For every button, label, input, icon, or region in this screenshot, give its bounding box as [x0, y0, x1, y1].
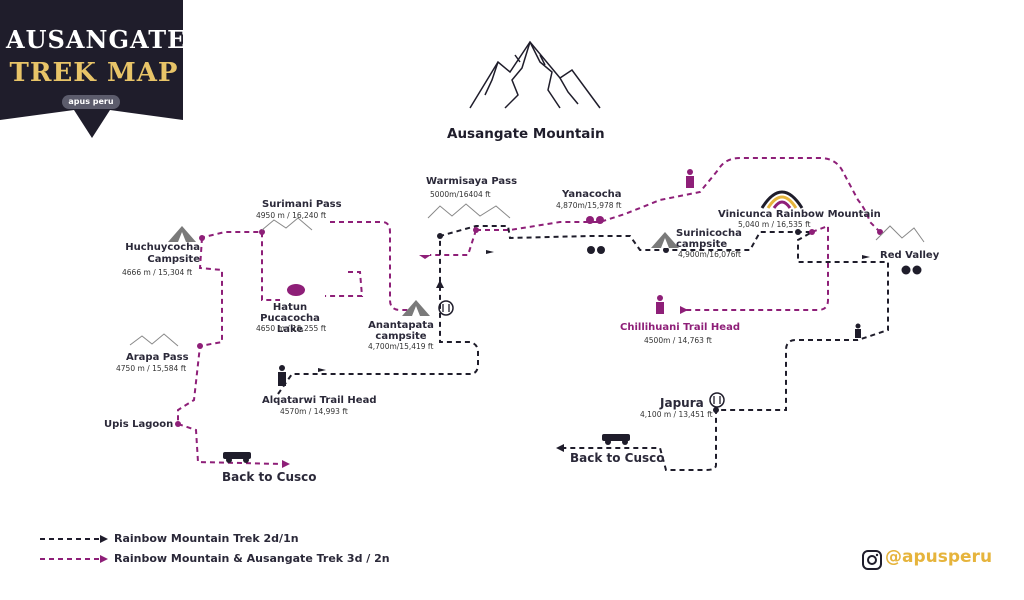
- warmisaya-alt: 5000m/16404 ft: [430, 190, 491, 199]
- waypoint-dots: [175, 227, 883, 427]
- binoculars-icon: [586, 216, 604, 224]
- instagram-icon: [862, 550, 882, 570]
- surinicocha-label: Surinicocha campsite: [676, 228, 742, 250]
- chillihuani-alt: 4500m / 14,763 ft: [644, 336, 712, 345]
- legend-lines: [40, 535, 108, 563]
- vinicunca-label: Vinicunca Rainbow Mountain: [718, 209, 881, 220]
- banner-title-line1: AUSANGATE: [6, 25, 187, 54]
- car-icon: [223, 452, 251, 463]
- arapa-alt: 4750 m / 15,584 ft: [116, 364, 187, 373]
- binoculars-icon: [587, 246, 605, 254]
- car-icon: [602, 434, 630, 445]
- purple-arrowheads: [282, 255, 688, 468]
- back-to-cusco-left: Back to Cusco: [222, 470, 317, 484]
- legend-navy-label: Rainbow Mountain Trek 2d/1n: [114, 532, 299, 545]
- mountain-title: Ausangate Mountain: [447, 126, 605, 142]
- binoculars-icon: [901, 265, 922, 275]
- surimani-label: Surimani Pass: [262, 199, 342, 210]
- route-navy: [277, 225, 889, 471]
- navy-arrowheads: [318, 250, 870, 452]
- hatun-alt: 4650 m / 15,255 ft: [256, 324, 327, 333]
- hiker-icon: [278, 365, 286, 386]
- hiker-icon: [855, 323, 861, 338]
- japura-alt: 4,100 m / 13,451 ft: [640, 410, 713, 419]
- hiker-icon: [656, 295, 664, 314]
- campsite-tent-icon: [651, 232, 679, 248]
- campsite-tent-icon: [402, 300, 430, 316]
- mountain-illustration: [469, 40, 601, 109]
- social-handle[interactable]: @apusperu: [885, 547, 993, 567]
- brand-logo: apus peru: [62, 95, 120, 109]
- route-purple: [177, 157, 881, 465]
- warmisaya-label: Warmisaya Pass: [426, 176, 518, 187]
- restaurant-icon: [709, 392, 725, 408]
- yanacocha-alt: 4,870m/15,978 ft: [556, 201, 622, 210]
- hiker-icon: [686, 169, 694, 188]
- chillihuani-label: Chillihuani Trail Head: [620, 322, 740, 333]
- title-banner: AUSANGATE TREK MAP apus peru: [0, 0, 187, 138]
- upis-label: Upis Lagoon: [104, 419, 174, 430]
- lake-icon: [287, 284, 305, 296]
- restaurant-icon: [438, 300, 454, 316]
- surinicocha-alt: 4,900m/16,076ft: [678, 250, 741, 259]
- back-to-cusco-right: Back to Cusco: [570, 451, 665, 465]
- huchuycocha-alt: 4666 m / 15,304 ft: [122, 268, 193, 277]
- anantapata-label: Anantapata campsite: [368, 320, 434, 342]
- rainbow-mountain-icon: [760, 190, 804, 209]
- hatun-label: Hatun Pucacocha Lake: [260, 302, 320, 335]
- anantapata-alt: 4,700m/15,419 ft: [368, 342, 434, 351]
- alqatarwi-alt: 4570m / 14,993 ft: [280, 407, 348, 416]
- red-valley-label: Red Valley: [880, 250, 940, 261]
- arapa-label: Arapa Pass: [126, 352, 189, 363]
- huchuycocha-label: Huchuycocha Campsite: [125, 242, 200, 265]
- japura-label: Japura: [660, 396, 704, 410]
- campsite-tent-icon: [168, 226, 196, 242]
- pass-mountain-icon: [129, 203, 925, 347]
- alqatarwi-label: Alqatarwi Trail Head: [262, 395, 377, 406]
- surimani-alt: 4950 m / 16,240 ft: [256, 211, 327, 220]
- vinicunca-alt: 5,040 m / 16,535 ft: [738, 220, 811, 229]
- banner-title-line2: TREK MAP: [9, 58, 179, 88]
- banner-shape: [0, 0, 183, 138]
- legend-purple-label: Rainbow Mountain & Ausangate Trek 3d / 2…: [114, 552, 390, 565]
- yanacocha-label: Yanacocha: [562, 189, 622, 200]
